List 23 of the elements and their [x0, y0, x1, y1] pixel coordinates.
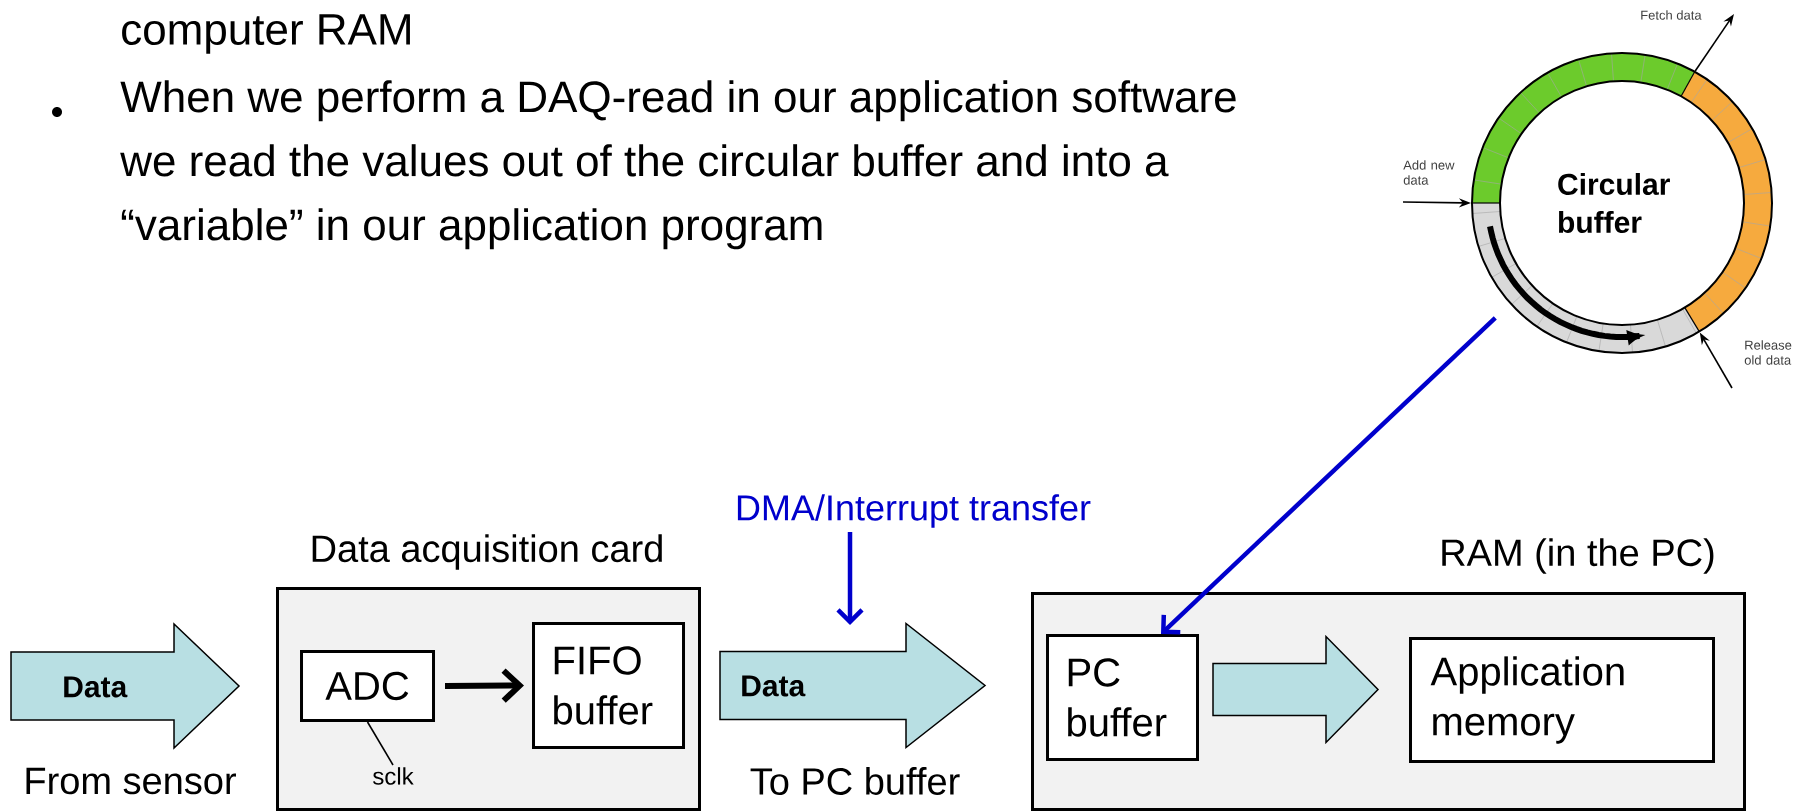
- pc-buffer-box: PC buffer: [1046, 634, 1199, 761]
- arrow: [1161, 316, 1497, 635]
- transfer-label: DMA/Interrupt transfer: [737, 494, 1091, 528]
- text-line: To PC buffer: [750, 767, 960, 795]
- node-label: Data acquisition card: [312, 534, 662, 570]
- arrow: [445, 668, 524, 703]
- bullet-text: When we perform a DAQ-read in our application software we read the values out of the circular buffer and into a “variable” in our application program: [120, 80, 1236, 250]
- edge-label: Add new data: [1403, 160, 1455, 185]
- fifo-box: FIFO buffer: [532, 622, 685, 749]
- edge-label: Release old data: [1744, 340, 1792, 365]
- block-arrow: [10, 622, 241, 750]
- block-arrow: [719, 621, 987, 750]
- node-label: RAM (in the PC): [1442, 538, 1714, 574]
- signal-label: sclk: [373, 767, 414, 785]
- edge-label: Fetch data: [1641, 10, 1702, 20]
- block-arrow: [1212, 634, 1380, 745]
- edge-label: Data: [742, 675, 806, 697]
- text-line: computer RAM: [122, 14, 410, 54]
- memory-box: Application memory: [1409, 637, 1715, 763]
- text-line: From sensor: [26, 767, 236, 795]
- edge-label: Data: [64, 676, 128, 698]
- adc-box: ADC: [300, 650, 435, 722]
- arrow: [836, 531, 864, 625]
